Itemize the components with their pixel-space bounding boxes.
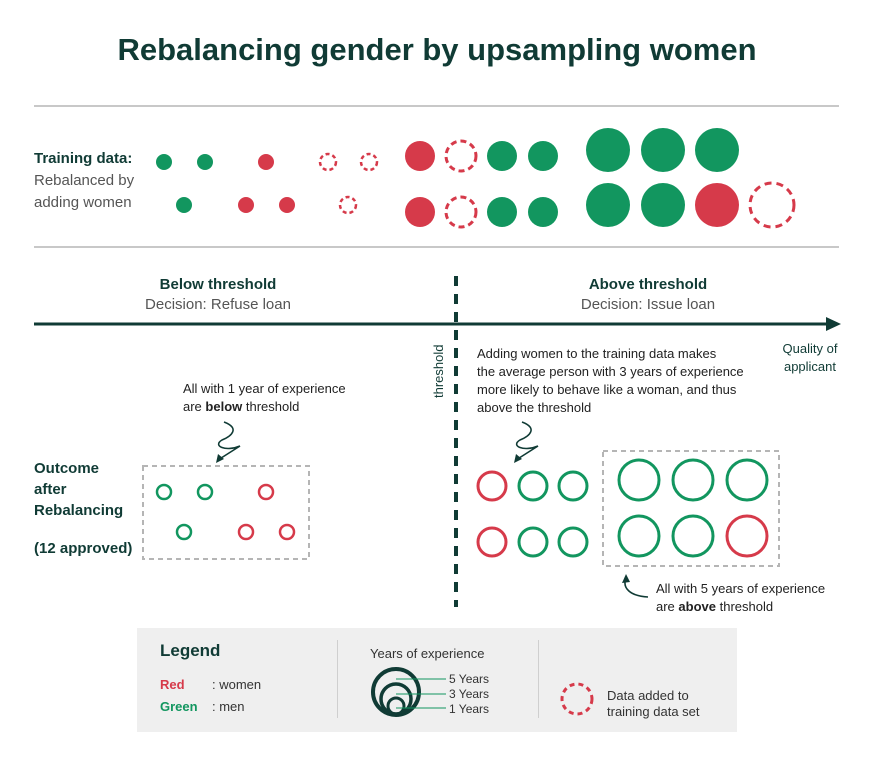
middle-note: Adding women to the training data makes … <box>477 345 744 417</box>
outcome-man-5y <box>671 514 715 558</box>
legend-3-years: 3 Years <box>449 687 490 701</box>
training-data-label: Training data: Rebalanced by adding wome… <box>34 148 134 214</box>
legend-added-label: Data added to training data set <box>607 688 700 720</box>
train-man-5y <box>586 183 630 227</box>
above-threshold-note: All with 5 years of experience are above… <box>656 580 825 616</box>
train-man-3y <box>487 197 517 227</box>
train-added-woman-3y <box>444 139 478 173</box>
outcome-man-3y <box>517 526 549 558</box>
middle-note-line4: above the threshold <box>477 400 592 415</box>
outcome-man-5y <box>617 458 661 502</box>
below-threshold-decision: Decision: Refuse loan <box>145 296 291 313</box>
train-man-1y <box>197 154 213 170</box>
below-threshold-group <box>142 465 310 560</box>
training-sub-line2: adding women <box>34 194 132 211</box>
train-man-5y <box>641 128 685 172</box>
train-man-5y <box>695 128 739 172</box>
squiggle-arrow-above <box>515 421 539 461</box>
legend-red-value: : women <box>212 677 262 692</box>
training-title: Training data: <box>34 150 133 167</box>
threshold-label: threshold <box>431 344 446 398</box>
axis-label-line1: Quality of <box>782 341 838 356</box>
train-man-5y <box>641 183 685 227</box>
below-threshold-title: Below threshold <box>159 276 277 293</box>
above-note-line1: All with 5 years of experience <box>656 581 826 596</box>
legend-green-key: Green <box>160 699 198 714</box>
axis-arrowhead <box>826 317 841 331</box>
legend-divider-2 <box>538 640 539 718</box>
outcome-man-3y <box>557 526 589 558</box>
outcome-man-1y <box>155 483 173 501</box>
training-sub-line1: Rebalanced by <box>34 172 135 189</box>
train-woman-1y <box>258 154 274 170</box>
legend-divider-1 <box>337 640 338 718</box>
above-threshold-title: Above threshold <box>588 276 708 293</box>
above-note-line2: are above threshold <box>656 599 774 614</box>
legend-red-key: Red <box>160 677 185 692</box>
train-added-woman-5y <box>748 181 796 229</box>
train-man-3y <box>528 141 558 171</box>
squiggle-arrow-below <box>217 421 241 461</box>
legend-added-line2: training data set <box>607 704 700 719</box>
train-man-3y <box>528 197 558 227</box>
train-woman-1y <box>279 197 295 213</box>
train-woman-1y <box>238 197 254 213</box>
middle-note-line2: the average person with 3 years of exper… <box>477 364 744 379</box>
outcome-woman-5y <box>725 514 769 558</box>
below-threshold-note: All with 1 year of experience are below … <box>183 380 346 416</box>
middle-note-line3: more likely to behave like a woman, and … <box>477 382 737 397</box>
middle-divider <box>34 246 839 248</box>
train-added-woman-3y <box>444 195 478 229</box>
outcome-woman-3y <box>476 526 508 558</box>
approved-count: (12 approved) <box>34 540 133 557</box>
outcome-line3: Rebalancing <box>34 502 124 519</box>
outcome-man-3y <box>557 470 589 502</box>
axis-label: Quality of applicant <box>770 340 850 376</box>
outcome-man-5y <box>671 458 715 502</box>
legend-green-value: : men <box>212 699 245 714</box>
outcome-line2: after <box>34 481 67 498</box>
outcome-man-5y <box>725 458 769 502</box>
train-man-1y <box>156 154 172 170</box>
page-title: Rebalancing gender by upsampling women <box>117 32 757 67</box>
train-man-1y <box>176 197 192 213</box>
outcome-man-1y <box>196 483 214 501</box>
legend-title: Legend <box>160 641 221 660</box>
legend-added-line1: Data added to <box>607 688 689 703</box>
below-note-line2: are below threshold <box>183 399 300 414</box>
legend-1-years: 1 Years <box>449 702 490 716</box>
legend-years-title: Years of experience <box>370 646 485 661</box>
train-woman-3y <box>405 141 435 171</box>
legend-5-years: 5 Years <box>449 672 490 686</box>
legend-box <box>137 628 737 732</box>
outcome-woman-1y <box>257 483 275 501</box>
axis-label-line2: applicant <box>783 359 837 374</box>
outcome-woman-1y <box>237 523 255 541</box>
train-man-3y <box>487 141 517 171</box>
outcome-man-1y <box>175 523 193 541</box>
train-added-woman-1y <box>318 152 338 172</box>
above-threshold-group <box>602 450 780 567</box>
outcome-label: Outcome after Rebalancing <box>34 458 123 521</box>
outcome-man-3y <box>517 470 549 502</box>
outcome-line1: Outcome <box>34 460 100 477</box>
train-man-5y <box>586 128 630 172</box>
outcome-man-5y <box>617 514 661 558</box>
train-added-woman-1y <box>359 152 379 172</box>
train-added-woman-1y <box>338 195 358 215</box>
top-divider <box>34 105 839 107</box>
train-woman-5y <box>695 183 739 227</box>
below-note-line1: All with 1 year of experience <box>183 381 346 396</box>
above-threshold-decision: Decision: Issue loan <box>580 296 716 313</box>
outcome-woman-3y <box>476 470 508 502</box>
outcome-woman-1y <box>278 523 296 541</box>
middle-note-line1: Adding women to the training data makes <box>477 346 717 361</box>
train-woman-3y <box>405 197 435 227</box>
